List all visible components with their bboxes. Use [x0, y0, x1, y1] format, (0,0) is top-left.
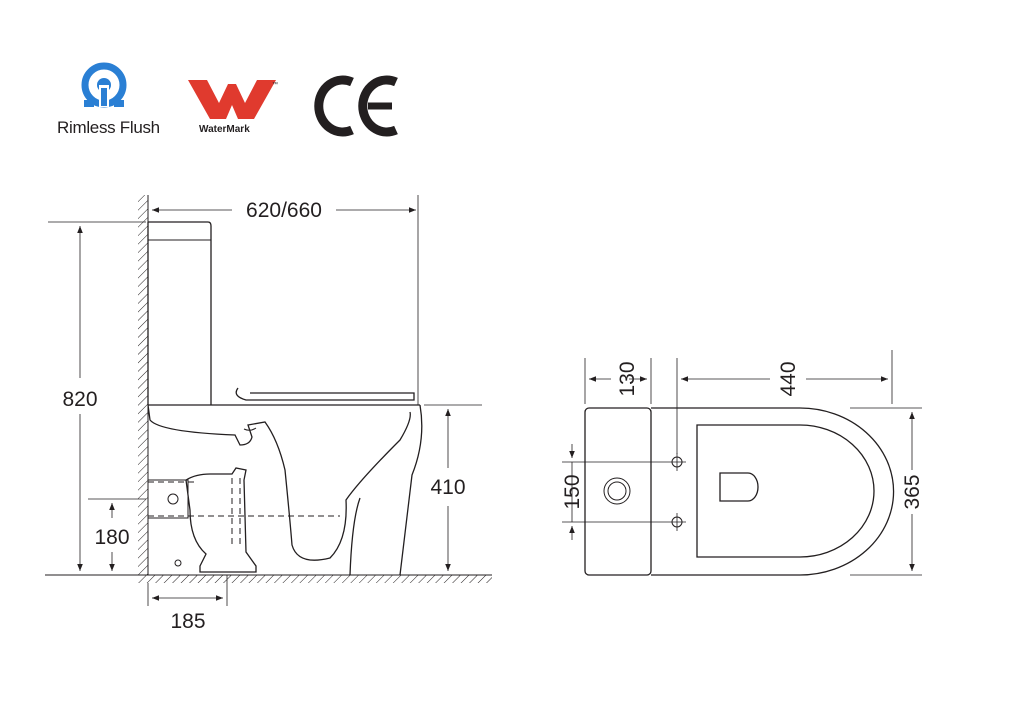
wall — [138, 195, 149, 575]
floor — [45, 574, 492, 583]
dim-cistern-depth: 130 — [584, 358, 652, 404]
dim-440: 440 — [777, 361, 800, 396]
watermark-label: WaterMark — [199, 124, 250, 135]
dim-overall-height: 820 — [48, 221, 146, 571]
dim-180: 180 — [94, 526, 129, 549]
bowl-top — [651, 407, 895, 576]
dim-bowl-length: 440 — [676, 350, 893, 454]
bowl — [147, 404, 423, 576]
rimless-flush-label: Rimless Flush — [57, 118, 160, 137]
dim-width: 365 — [850, 407, 924, 576]
inlet-markers — [668, 453, 686, 531]
dim-130: 130 — [616, 361, 639, 396]
dim-inlet-spacing: 150 — [561, 444, 668, 540]
dim-365: 365 — [901, 474, 924, 509]
trademark-symbol: ™ — [272, 81, 278, 88]
dim-185: 185 — [170, 610, 205, 633]
trap — [147, 467, 340, 573]
top-view: 130 440 150 — [561, 350, 924, 576]
dim-620-660: 620/660 — [246, 199, 322, 222]
cistern — [147, 221, 212, 405]
rimless-flush-icon — [81, 62, 127, 108]
dim-820: 820 — [62, 388, 97, 411]
dim-overall-length: 620/660 — [152, 195, 419, 405]
side-view: 620/660 820 410 180 — [45, 195, 492, 633]
ce-mark-icon — [314, 75, 398, 137]
dim-outlet-height: 180 — [88, 498, 146, 571]
dim-seat-height: 410 — [424, 404, 482, 571]
cistern-top — [584, 407, 652, 576]
dim-410: 410 — [430, 476, 465, 499]
dim-150: 150 — [561, 474, 584, 509]
dim-outlet-setout: 185 — [147, 575, 228, 633]
seat — [206, 387, 420, 406]
watermark-w-icon: ™ — [188, 80, 278, 119]
